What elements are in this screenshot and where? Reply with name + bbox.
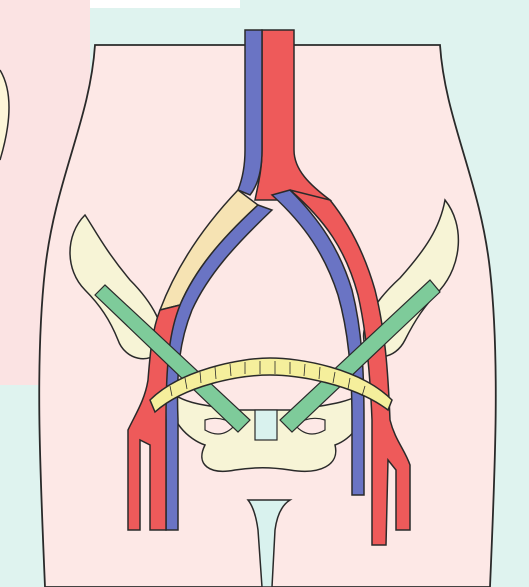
background-top-strip [90, 0, 240, 8]
pelvic-bone-center [255, 410, 277, 440]
